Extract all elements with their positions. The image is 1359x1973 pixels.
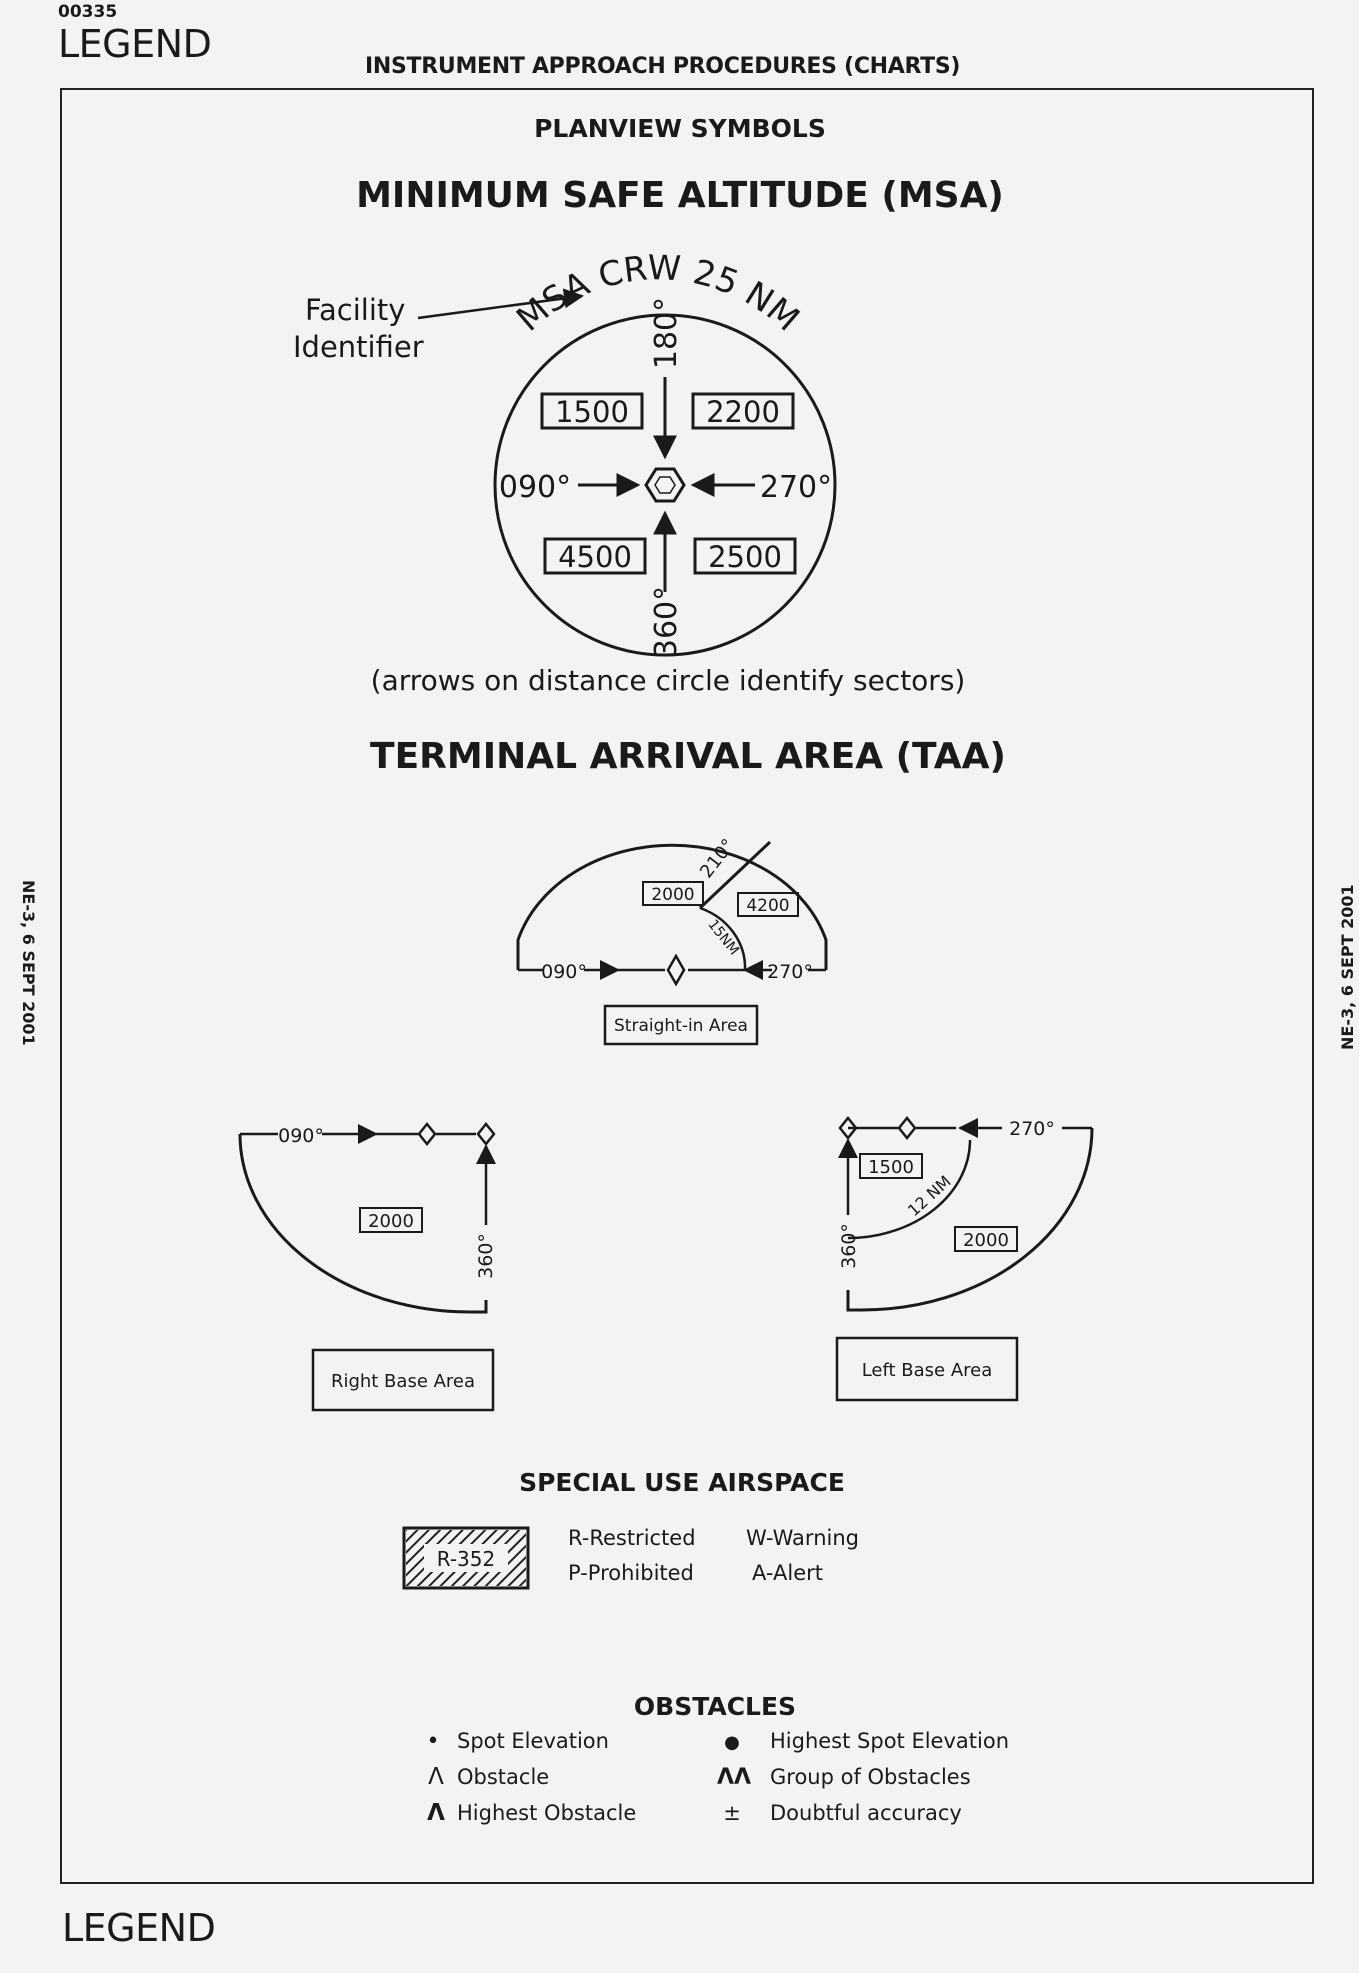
left-base-boundary: [846, 1127, 1094, 1312]
left-base-bearing-360: 360°: [838, 1223, 860, 1269]
msa-altitude-2500: 2500: [708, 540, 782, 574]
msa-bearing-270: 270°: [760, 470, 832, 505]
straight-in-bearing-090: 090°: [541, 961, 587, 983]
legend-heading-bottom: LEGEND: [62, 1906, 216, 1950]
straight-in-bearing-270: 270°: [767, 961, 813, 983]
straight-in-boundary: [516, 843, 828, 970]
right-base-altitude-2000: 2000: [368, 1211, 414, 1232]
right-base-bearing-360: 360°: [475, 1233, 497, 1279]
left-base-altitude-box-inner: [859, 1153, 923, 1179]
obstacles-title: OBSTACLES: [634, 1692, 796, 1721]
facility-identifier-pointer: [417, 288, 584, 320]
msa-bearing-090: 090°: [499, 470, 571, 505]
msa-distance-circle: [493, 313, 837, 657]
right-base-fix-icon: [417, 1121, 437, 1147]
special-use-title: SPECIAL USE AIRSPACE: [519, 1468, 845, 1497]
right-base-altitude-box: [359, 1207, 423, 1233]
right-base-corner-fix-icon: [476, 1121, 496, 1147]
straight-in-altitude-box-left: [642, 881, 704, 906]
left-base-altitude-box-outer: [954, 1226, 1018, 1252]
msa-altitude-4500: 4500: [558, 540, 632, 574]
highest-obstacle-icon: Λ: [427, 1800, 445, 1826]
doubtful-accuracy-label: Doubtful accuracy: [770, 1801, 962, 1825]
straight-in-15nm-arc: [699, 906, 747, 971]
highest-spot-elevation-icon: ●: [724, 1732, 740, 1753]
straight-in-fix-icon: [666, 953, 686, 987]
straight-in-label-box: [603, 1004, 759, 1046]
left-base-label: Left Base Area: [862, 1360, 993, 1381]
right-base-bearing-090: 090°: [278, 1125, 324, 1147]
special-use-label-bg: [424, 1544, 508, 1572]
document-number: 00335: [58, 2, 118, 22]
msa-altitude-box-se: [543, 537, 647, 575]
taa-title: TERMINAL ARRIVAL AREA (TAA): [370, 736, 1006, 777]
msa-altitude-box-sw: [693, 537, 797, 575]
left-base-bearing-270: 270°: [1009, 1118, 1055, 1140]
msa-title: MINIMUM SAFE ALTITUDE (MSA): [356, 175, 1004, 216]
legend-heading-top: LEGEND: [58, 22, 212, 66]
page-title: INSTRUMENT APPROACH PROCEDURES (CHARTS): [365, 54, 961, 79]
left-base-corner-fix-icon: [838, 1115, 858, 1141]
straight-in-label: Straight-in Area: [614, 1016, 748, 1036]
facility-label-line1: Facility: [305, 293, 405, 327]
spot-elevation-icon: •: [427, 1729, 440, 1754]
special-use-prohibited: P-Prohibited: [568, 1561, 694, 1585]
straight-in-altitude-4200: 4200: [746, 896, 789, 916]
special-use-alert: A-Alert: [752, 1561, 823, 1585]
right-base-label: Right Base Area: [331, 1371, 475, 1392]
highest-spot-elevation-label: Highest Spot Elevation: [770, 1729, 1009, 1753]
vortac-icon: [644, 467, 686, 503]
msa-altitude-1500: 1500: [555, 395, 629, 429]
straight-in-divider-210: [698, 840, 772, 910]
obstacle-label: Obstacle: [457, 1765, 549, 1789]
obstacle-icon: Λ: [428, 1764, 444, 1790]
spot-elevation-label: Spot Elevation: [457, 1729, 609, 1753]
special-use-restricted: R-Restricted: [568, 1526, 696, 1550]
msa-bearing-360: 360°: [649, 586, 684, 658]
msa-bearing-180: 180°: [649, 297, 684, 369]
special-use-warning: W-Warning: [746, 1526, 859, 1550]
doubtful-accuracy-icon: ±: [723, 1801, 741, 1825]
left-base-fix-icon: [897, 1115, 917, 1141]
right-base-boundary: [238, 1133, 488, 1314]
vortac-inner-icon: [654, 476, 676, 494]
legend-frame: [60, 88, 1314, 1884]
straight-in-altitude-box-right: [737, 892, 799, 917]
left-base-altitude-2000: 2000: [963, 1230, 1009, 1251]
msa-caption: (arrows on distance circle identify sect…: [371, 664, 966, 697]
left-base-altitude-1500: 1500: [868, 1157, 914, 1178]
msa-altitude-box-nw: [691, 392, 795, 430]
group-of-obstacles-icon: ΛΛ: [717, 1765, 751, 1790]
group-of-obstacles-label: Group of Obstacles: [770, 1765, 971, 1789]
msa-altitude-box-ne: [540, 392, 644, 430]
msa-altitude-2200: 2200: [706, 395, 780, 429]
highest-obstacle-label: Highest Obstacle: [457, 1801, 636, 1825]
right-base-label-box: [311, 1348, 495, 1412]
left-base-12nm-arc: [847, 1139, 972, 1240]
straight-in-altitude-2000: 2000: [651, 885, 694, 905]
left-base-label-box: [835, 1336, 1019, 1402]
special-use-sample-label: R-352: [437, 1547, 495, 1571]
facility-label-line2: Identifier: [293, 330, 424, 364]
planview-heading: PLANVIEW SYMBOLS: [534, 114, 826, 143]
